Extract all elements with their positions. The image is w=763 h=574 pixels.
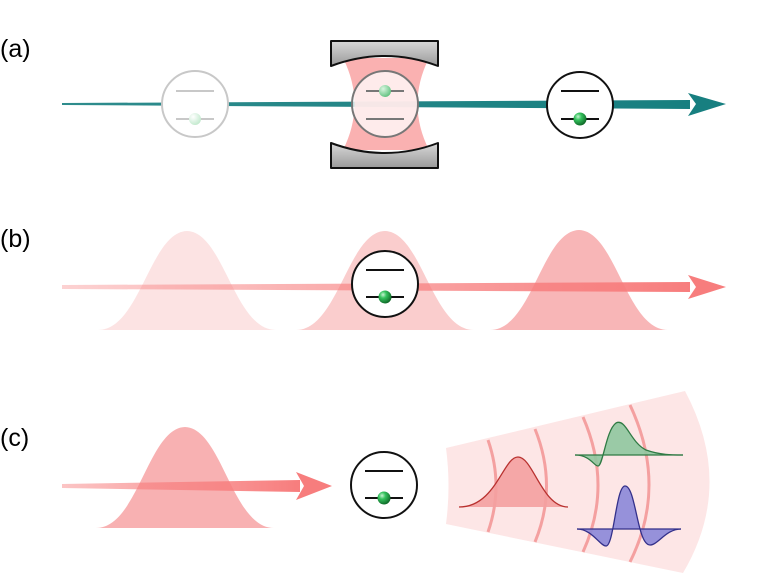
atom-b-icon: [351, 250, 419, 318]
panel-c-label: (c): [0, 424, 29, 452]
incoming-arrow-icon: [62, 472, 332, 500]
atom-c-icon: [350, 451, 418, 519]
cavity-atom-icon: [351, 70, 419, 138]
blue-wavepacket-icon: [576, 485, 682, 547]
panel-a-label: (a): [0, 35, 31, 63]
panel-b: (b): [0, 225, 726, 330]
faint-atom-icon: [161, 70, 229, 138]
incoming-pulse-icon: [96, 427, 274, 528]
panel-b-label: (b): [0, 225, 31, 253]
panel-a: (a): [0, 35, 726, 169]
green-wavepacket-icon: [574, 421, 684, 467]
top-mirror-icon: [330, 40, 439, 67]
panel-c: (c): [0, 391, 710, 573]
red-wavepacket-icon: [458, 456, 569, 508]
faint-pulse-icon: [98, 231, 276, 330]
strong-pulse-icon: [490, 230, 668, 330]
emission-wavefront-icon: [446, 391, 710, 573]
bottom-mirror-icon: [330, 142, 439, 169]
ground-state-atom-icon: [546, 71, 614, 139]
